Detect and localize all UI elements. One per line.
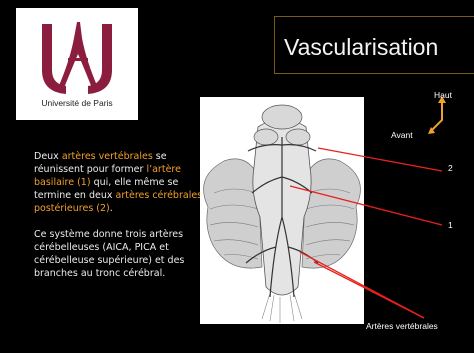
- label-number-2: 2: [448, 163, 453, 173]
- label-arteres-vertebrales: Artères vertébrales: [366, 321, 438, 331]
- pointer-line-vertebral-b: [314, 262, 424, 318]
- label-avant: Avant: [391, 130, 413, 140]
- label-number-1: 1: [448, 220, 453, 230]
- pointer-line-1: [290, 186, 442, 225]
- label-haut: Haut: [434, 90, 452, 100]
- orientation-arrow-icon: [428, 96, 446, 134]
- pointer-line-2: [318, 148, 442, 171]
